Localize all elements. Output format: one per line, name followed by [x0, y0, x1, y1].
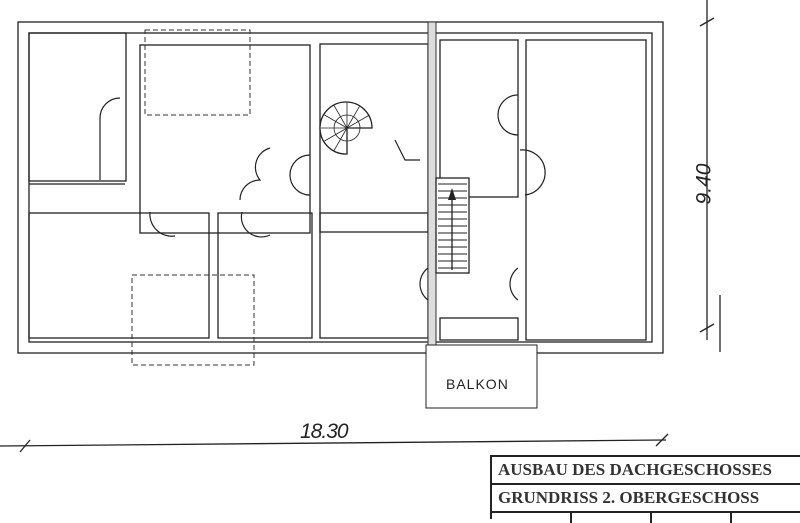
room-top-second — [139, 44, 311, 234]
balcony — [425, 344, 538, 409]
skylight-bottom — [131, 274, 255, 366]
spiral-step — [333, 127, 348, 151]
room-bottom-second — [217, 212, 313, 339]
interior-outline — [28, 32, 653, 343]
room-top-right-small — [439, 39, 519, 198]
height-dimension-label: 9.40 — [692, 163, 716, 205]
spiral-step — [346, 105, 361, 129]
title-line-2: GRUNDRISS 2. OBERGESCHOSS — [492, 485, 800, 513]
title-block: AUSBAU DES DACHGESCHOSSES GRUNDRISS 2. O… — [490, 455, 800, 523]
spiral-staircase — [319, 101, 373, 155]
spiral-step — [333, 105, 348, 129]
room-right-large — [525, 39, 647, 341]
balcony-label: BALKON — [446, 376, 509, 392]
spiral-step — [324, 127, 348, 142]
door-swings — [99, 94, 546, 301]
arrow-icon — [448, 188, 456, 200]
spiral-step — [346, 114, 370, 129]
width-dimension-line — [0, 439, 667, 447]
spiral-step — [324, 114, 348, 129]
room-bottom-right-small — [439, 317, 519, 341]
central-wall — [427, 21, 437, 354]
width-dimension-label: 18.30 — [300, 420, 349, 443]
skylight-top — [144, 29, 251, 116]
title-line-1: AUSBAU DES DACHGESCHOSSES — [492, 457, 800, 485]
room-top-left — [28, 32, 127, 182]
